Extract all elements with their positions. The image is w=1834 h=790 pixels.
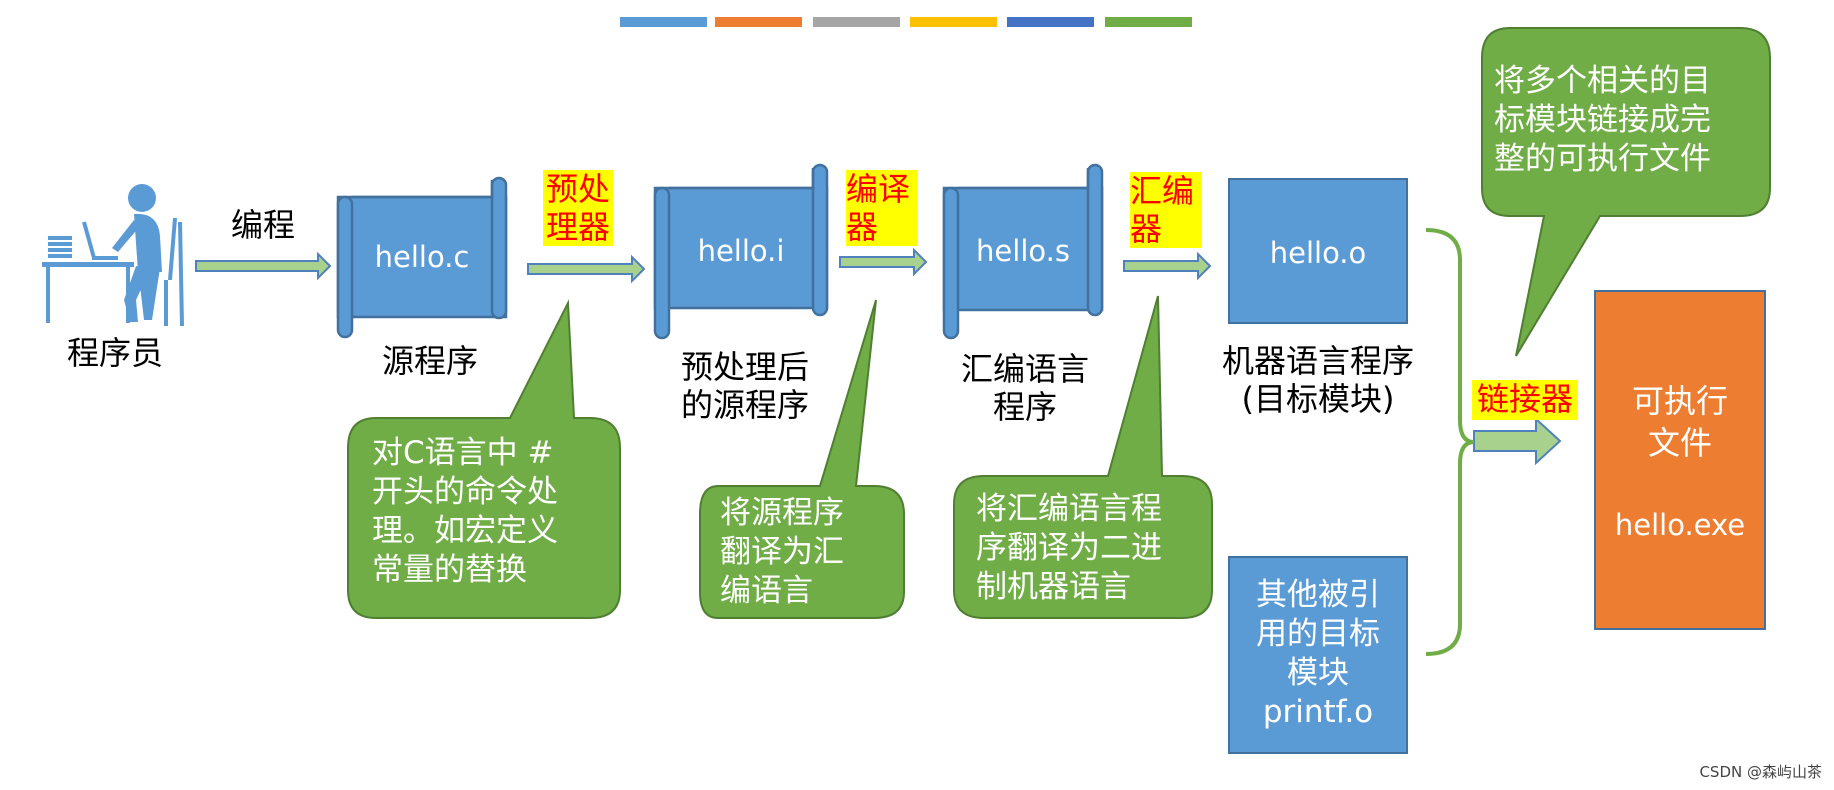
callout-line: 制机器语言 (976, 569, 1131, 605)
arrow-assemble (1123, 251, 1212, 281)
callout-line: 整的可执行文件 (1494, 141, 1711, 177)
caption-line: (目标模块) (1241, 380, 1395, 418)
caption-line: 汇编语言 (960, 350, 1089, 388)
box-line: 用的目标 (1256, 616, 1380, 652)
palette-bar (910, 17, 997, 27)
flow-arrows (195, 247, 1562, 466)
caption-line: 预处理后 (680, 348, 809, 386)
caption-object: 机器语言程序 (目标模块) (1200, 342, 1436, 418)
box-line: 其他被引 (1256, 577, 1380, 613)
executable-file-name: hello.exe (1614, 508, 1746, 542)
assembler-label-line: 汇编 (1130, 172, 1195, 210)
callout-line: 理。如宏定义 (372, 513, 558, 549)
arrow-edit (195, 251, 332, 281)
caption-source-program: 源程序 (381, 342, 478, 380)
edit-step-label: 编程 (230, 206, 295, 244)
callout-assemble-text: 将汇编语言程 序翻译为二进 制机器语言 (976, 490, 1208, 607)
arrow-preprocess (527, 254, 646, 284)
callout-line: 将多个相关的目 (1494, 63, 1711, 99)
callout-link-bubble (1481, 27, 1771, 357)
callout-preprocess-text: 对C语言中 # 开头的命令处 理。如宏定义 常量的替换 (372, 434, 612, 590)
arrow-compile (839, 247, 928, 277)
other-object-modules-box: 其他被引 用的目标 模块 printf.o (1228, 556, 1408, 754)
callout-line: 开头的命令处 (372, 474, 558, 510)
assembler-label-line: 器 (1130, 210, 1163, 248)
callout-line: 常量的替换 (372, 552, 527, 588)
preprocessor-label-line: 理器 (545, 208, 610, 246)
caption-line: 程序 (992, 388, 1057, 426)
callout-line: 将汇编语言程 (976, 491, 1162, 527)
callout-link-text: 将多个相关的目 标模块链接成完 整的可执行文件 (1494, 62, 1764, 179)
object-module-hello-o: hello.o (1228, 178, 1408, 324)
compiler-label: 编译 器 (846, 170, 918, 246)
callout-compile-bubble (699, 299, 905, 619)
preprocessor-label: 预处 理器 (543, 170, 613, 246)
file-name-hello-i: hello.i (697, 234, 785, 268)
caption-assembly: 汇编语言 程序 (940, 350, 1110, 426)
palette-bar (1007, 17, 1094, 27)
box-line: 文件 (1647, 424, 1712, 462)
callout-line: 对C语言中 # (372, 435, 554, 471)
scroll-hello-i (653, 163, 829, 340)
scroll-hello-c (336, 176, 508, 339)
compiler-label-line: 编译 (846, 170, 911, 208)
palette-bars (620, 17, 1192, 27)
programmer-at-computer-icon (42, 184, 184, 327)
file-name-hello-s: hello.s (976, 234, 1070, 268)
callout-compile-text: 将源程序 翻译为汇 编语言 (720, 494, 900, 611)
callout-assemble-bubble (953, 295, 1213, 619)
arrow-link (1473, 416, 1562, 466)
compiler-label-line: 器 (846, 208, 879, 246)
preprocessor-label-line: 预处 (545, 170, 610, 208)
callout-line: 序翻译为二进 (976, 530, 1162, 566)
linker-label: 链接器 (1472, 380, 1578, 420)
footer-credit: CSDN @森屿山茶 (1699, 763, 1822, 781)
callout-line: 标模块链接成完 (1494, 102, 1711, 138)
palette-bar (620, 17, 707, 27)
box-line: printf.o (1262, 694, 1374, 730)
callout-line: 将源程序 (720, 495, 844, 531)
file-name-hello-c: hello.c (374, 240, 470, 274)
executable-file-box: 可执行 文件 hello.exe (1594, 290, 1766, 630)
palette-bar (1105, 17, 1192, 27)
box-line: 可执行 (1631, 382, 1728, 420)
callout-line: 编语言 (720, 573, 813, 609)
palette-bar (715, 17, 802, 27)
callout-preprocess-bubble (347, 299, 621, 619)
caption-line: 的源程序 (680, 386, 809, 424)
programmer-label: 程序员 (66, 334, 163, 372)
scroll-hello-s (942, 163, 1104, 340)
callout-line: 翻译为汇 (720, 534, 844, 570)
linker-brace (1425, 228, 1475, 656)
palette-bar (813, 17, 900, 27)
caption-preprocessed: 预处理后 的源程序 (660, 348, 830, 424)
assembler-label: 汇编 器 (1130, 172, 1202, 248)
box-line: 模块 (1287, 655, 1349, 691)
caption-line: 机器语言程序 (1221, 342, 1414, 380)
